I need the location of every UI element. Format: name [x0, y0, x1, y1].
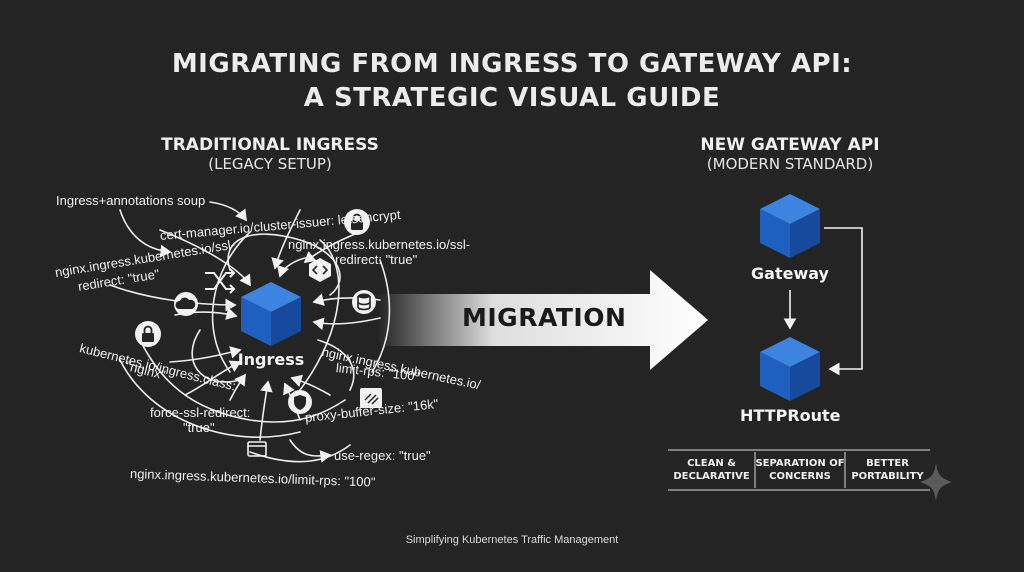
- cloud-icon: [174, 292, 198, 316]
- lock-icon: [135, 321, 161, 347]
- page-title-line-1: MIGRATING FROM INGRESS TO GATEWAY API:: [171, 49, 853, 79]
- shuffle-icon: [205, 268, 236, 294]
- migration-label: MIGRATION: [462, 303, 627, 332]
- gateway-label: Gateway: [751, 264, 829, 283]
- annotation-soup-label: Ingress+annotations soup: [56, 193, 206, 208]
- shield-icon: [288, 390, 312, 414]
- annotation-force-ssl-2: "true": [183, 420, 215, 435]
- page-title-line-2: A STRATEGIC VISUAL GUIDE: [303, 83, 721, 113]
- benefits-table-lines: [668, 449, 930, 491]
- sparkle-icon: [920, 463, 952, 501]
- annotation-force-ssl-1: force-ssl-redirect:: [150, 405, 251, 420]
- benefit-better-portability: BETTER PORTABILITY: [845, 454, 930, 486]
- benefit-line-2: CONCERNS: [769, 471, 831, 482]
- httproute-cube-icon: [760, 337, 820, 401]
- benefit-separation-of-concerns: SEPARATION OF CONCERNS: [755, 454, 845, 486]
- modern-heading: NEW GATEWAY API: [700, 135, 880, 155]
- footer-caption: Simplifying Kubernetes Traffic Managemen…: [405, 534, 619, 546]
- browser-window-icon: [247, 441, 267, 457]
- gateway-connectors: [783, 227, 863, 376]
- httproute-label: HTTPRoute: [740, 406, 841, 425]
- lock-icon: [344, 209, 370, 235]
- benefit-line-1: BETTER: [866, 458, 909, 469]
- legacy-heading: TRADITIONAL INGRESS: [161, 135, 379, 155]
- code-icon: [309, 258, 331, 282]
- database-icon: [352, 290, 376, 314]
- annotation-ssl-redirect-right-2: redirect: "true": [335, 252, 418, 267]
- benefit-line-1: CLEAN &: [687, 458, 736, 469]
- benefit-line-2: PORTABILITY: [851, 471, 924, 482]
- modern-subheading: (MODERN STANDARD): [706, 155, 874, 173]
- ingress-cube-icon: [241, 282, 301, 346]
- migration-arrow: [378, 270, 708, 370]
- legacy-subheading: (LEGACY SETUP): [208, 155, 332, 173]
- benefit-clean-declarative: CLEAN & DECLARATIVE: [668, 454, 755, 486]
- annotation-ssl-redirect-right-1: nginx.ingress.kubernetes.io/ssl-: [288, 237, 471, 252]
- benefit-line-2: DECLARATIVE: [673, 471, 750, 482]
- annotation-use-regex: use-regex: "true": [334, 448, 431, 463]
- gateway-cube-icon: [760, 194, 820, 258]
- benefit-line-1: SEPARATION OF: [755, 458, 845, 469]
- bug-icon: [360, 388, 382, 408]
- ingress-label: Ingress: [237, 350, 305, 369]
